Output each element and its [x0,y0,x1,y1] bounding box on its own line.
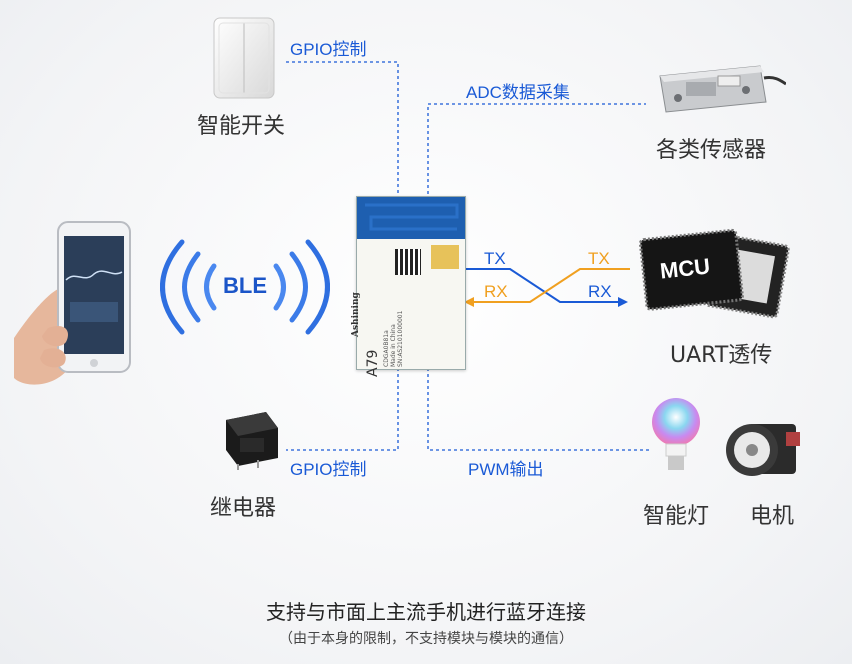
module-brand: Ashining [351,292,361,337]
a79-module: Ashining A79 CDGA0B81a Made in China SN:… [351,196,466,377]
smart-switch-image [213,17,275,99]
motor-label: 电机 [750,504,795,529]
module-small-text: CDGA0B81a Made in China SN:AS2101000001 [383,297,404,367]
module-pad [431,245,459,269]
relay-image [218,408,282,470]
motor-image [724,418,804,482]
uart-label: UART透传 [670,343,773,368]
smart-light-label: 智能灯 [643,504,710,529]
smart-switch-label: 智能开关 [197,114,286,139]
module-chip-text: CDGA0B81a [383,330,390,367]
caption-main: 支持与市面上主流手机进行蓝牙连接 [266,600,586,624]
mcu-chip-image: MCU [630,226,800,326]
caption-note: （由于本身的限制，不支持模块与模块的通信） [279,631,573,647]
rx-left-label: RX [484,282,508,301]
sensors-label: 各类传感器 [656,138,767,163]
tx-left-label: TX [484,249,506,268]
module-serial: SN:AS2101000001 [397,310,404,367]
ble-label: BLE [223,273,267,298]
uart-tx-line [466,268,628,307]
module-model: A79 [365,349,381,377]
load-cell-sensor-image [646,58,787,118]
relay-label: 继电器 [210,496,277,521]
gpio-top-label: GPIO控制 [290,40,367,59]
pwm-label: PWM输出 [468,460,544,479]
adc-label: ADC数据采集 [466,83,570,102]
module-antenna [357,197,465,239]
gpio-bottom-label: GPIO控制 [290,460,367,479]
rx-right-label: RX [588,282,612,301]
qr-code-icon [395,249,421,275]
uart-rx-line [464,268,630,307]
module-made-in: Made in China [390,324,397,367]
ble-waves-icon [160,239,330,335]
tx-right-label: TX [588,249,610,268]
smartphone-image [14,218,134,388]
smart-bulb-image [648,396,704,476]
mcu-label: MCU [658,253,712,284]
